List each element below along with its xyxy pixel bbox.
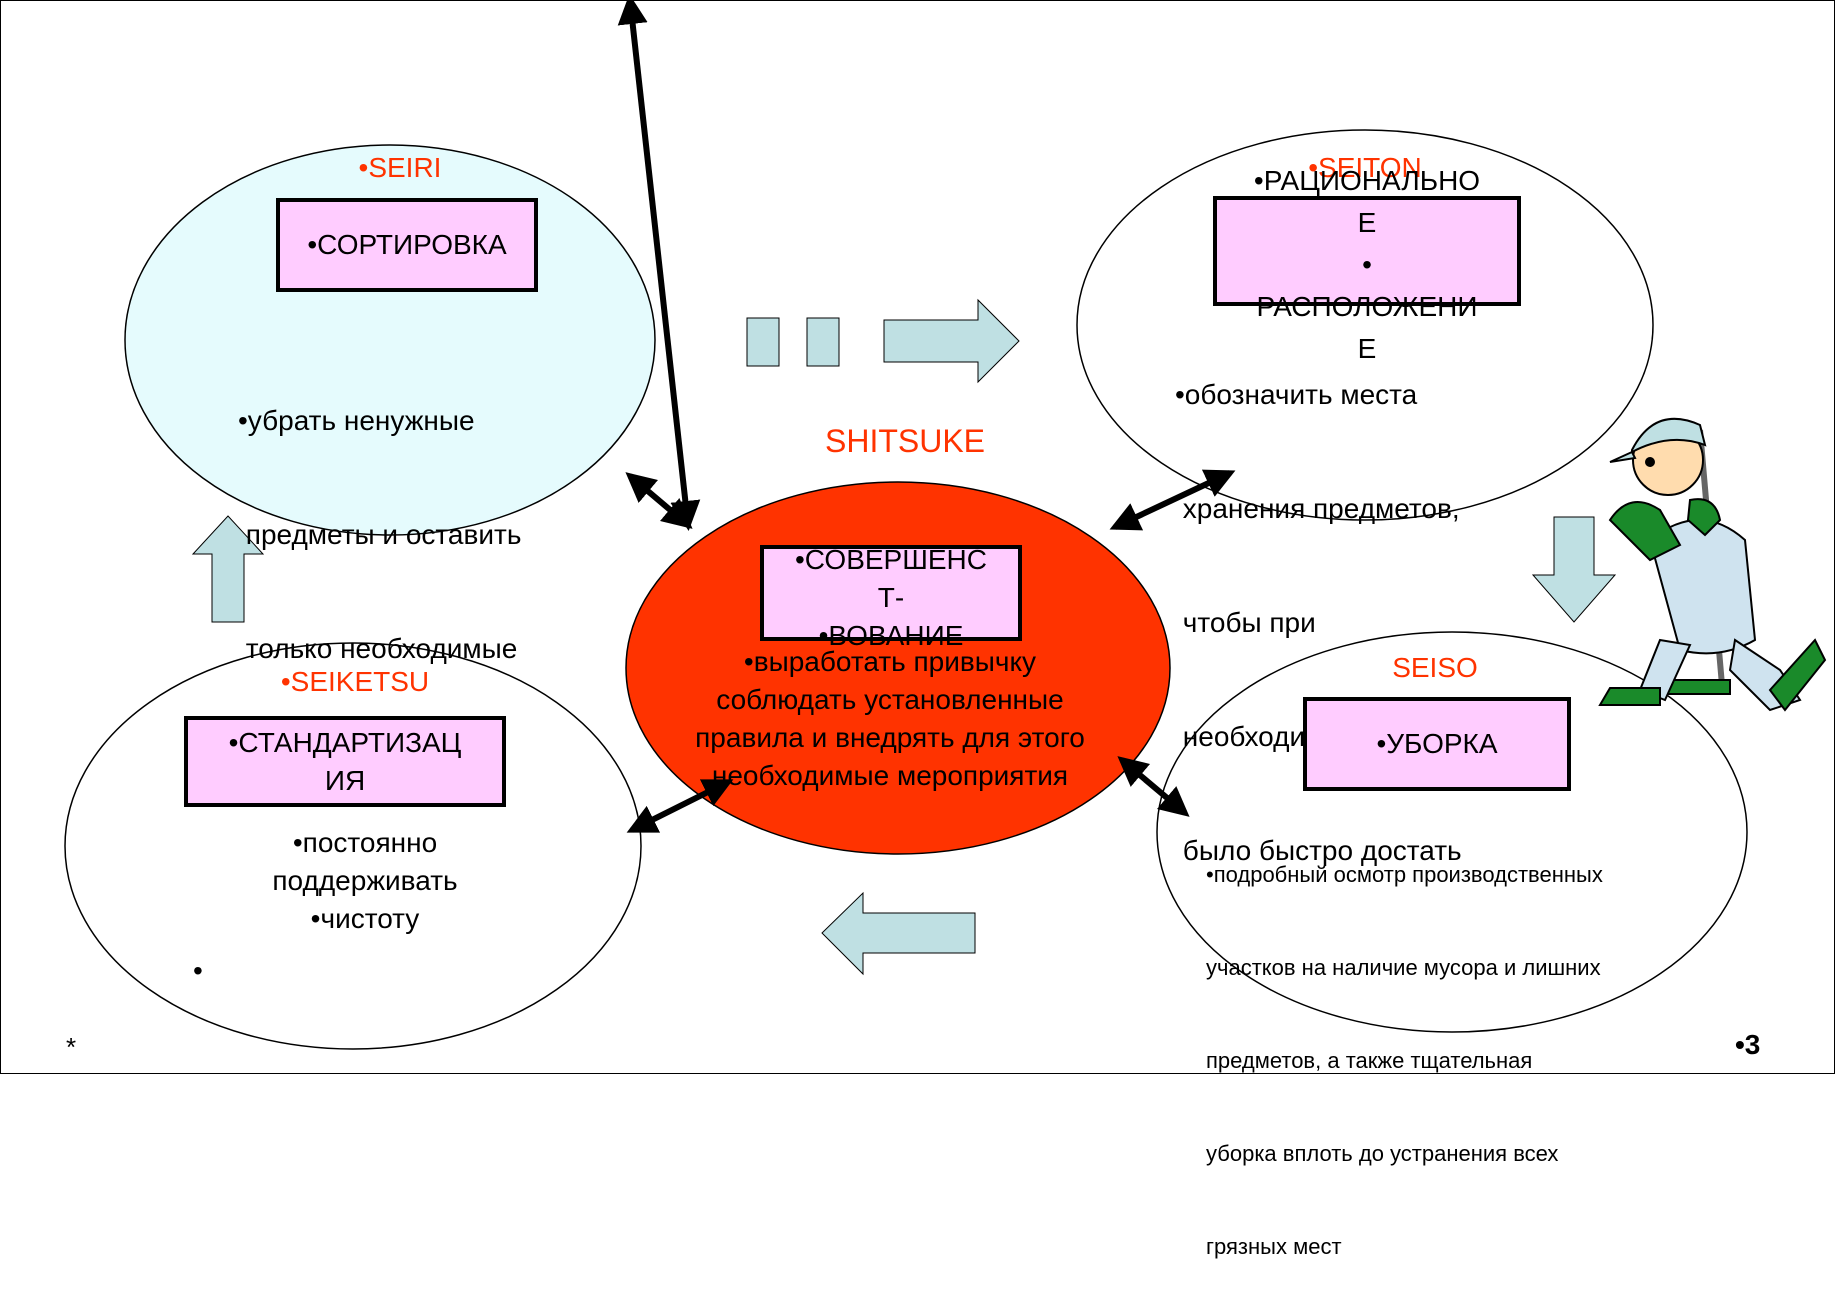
seiton-box-line: Е xyxy=(1357,207,1377,238)
seiketsu-description: •постоянно поддерживать •чистоту xyxy=(230,824,500,938)
arrow-up-block xyxy=(191,515,265,623)
seiton-box-line: • xyxy=(1362,249,1372,280)
shitsuke-title: SHITSUKE xyxy=(824,423,986,459)
seiton-box-line: Е xyxy=(1357,333,1377,364)
shitsuke-box-text: •СОВЕРШЕНС Т- •ВОВАНИЕ xyxy=(795,541,987,655)
arrow-down-block xyxy=(1531,516,1617,623)
connector-seiso xyxy=(1117,756,1190,817)
seiso-title: SEISO xyxy=(1392,652,1478,683)
seiri-title: •SEIRI xyxy=(358,152,442,183)
seiketsu-title: •SEIKETSU xyxy=(280,666,430,697)
seiketsu-box: •СТАНДАРТИЗАЦ ИЯ xyxy=(184,716,506,807)
connector-seiri-line xyxy=(625,472,693,529)
connector-seiton xyxy=(1109,469,1236,531)
shitsuke-desc-line: соблюдать установленные xyxy=(716,684,1064,715)
seiketsu-desc-line: •чистоту xyxy=(310,903,420,934)
connector-seiri xyxy=(617,0,701,531)
seiketsu-desc-line: поддерживать xyxy=(272,865,458,896)
seiso-desc-line: уборка вплоть до устранения всех xyxy=(1206,1141,1559,1166)
shitsuke-box-line: •ВОВАНИЕ xyxy=(818,620,964,651)
seiso-box-label: •УБОРКА xyxy=(1376,728,1498,759)
seiketsu-box-line: •СТАНДАРТИЗАЦ xyxy=(228,726,462,758)
seiton-desc-line: хранения предметов, xyxy=(1175,493,1460,524)
seiton-box-text: •РАЦИОНАЛЬНО Е • РАСПОЛОЖЕНИ Е xyxy=(1254,160,1480,370)
shitsuke-box: •СОВЕРШЕНС Т- •ВОВАНИЕ xyxy=(760,544,1022,651)
seiso-desc-line: •подробный осмотр производственных xyxy=(1206,862,1603,887)
seiri-description: •убрать ненужные предметы и оставить тол… xyxy=(238,326,618,706)
seiso-desc-line: грязных мест xyxy=(1206,1234,1342,1259)
seiton-desc-line: •обозначить места xyxy=(1175,379,1418,410)
seiton-desc-line: чтобы при xyxy=(1175,607,1316,638)
footer-asterisk: * xyxy=(66,1032,77,1062)
arrow-right-block xyxy=(746,298,1020,384)
seiton-box-line: •РАЦИОНАЛЬНО xyxy=(1253,165,1481,196)
shitsuke-box-line: •СОВЕРШЕНС xyxy=(795,544,987,575)
arrow-left-block xyxy=(821,891,976,976)
seiton-box-line: РАСПОЛОЖЕНИ xyxy=(1256,291,1478,322)
connector-seiketsu xyxy=(626,779,734,833)
seiton-title: •SEITON xyxy=(1308,152,1422,183)
seiso-desc-line: предметов, а также тщательная xyxy=(1206,1048,1533,1073)
shitsuke-desc-line: правила и внедрять для этого xyxy=(695,722,1085,753)
worker-illustration xyxy=(1598,417,1827,712)
seiketsu-box-line: ИЯ xyxy=(324,764,366,796)
seiton-desc-line: было быстро достать xyxy=(1175,835,1462,866)
seiketsu-desc-line: •постоянно xyxy=(292,827,438,858)
seiketsu-box-text: •СТАНДАРТИЗАЦ ИЯ xyxy=(229,724,462,800)
seiri-desc-line: только необходимые xyxy=(238,633,518,664)
seiso-desc-line: участков на наличие мусора и лишних xyxy=(1206,955,1601,980)
seiketsu-bullet: • xyxy=(193,955,203,986)
seiso-description: •подробный осмотр производственных участ… xyxy=(1206,797,1706,1293)
shitsuke-description: •выработать привычку соблюдать установле… xyxy=(650,643,1130,795)
seiri-desc-line: •убрать ненужные xyxy=(238,405,475,436)
seiri-box-label: •СОРТИРОВКА xyxy=(307,229,507,260)
seiri-desc-line: предметы и оставить xyxy=(238,519,522,550)
shitsuke-box-line: Т- xyxy=(877,582,905,613)
shitsuke-desc-line: •выработать привычку xyxy=(743,646,1037,677)
seiso-box: •УБОРКА xyxy=(1303,697,1571,791)
seiton-box: •РАЦИОНАЛЬНО Е • РАСПОЛОЖЕНИ Е xyxy=(1213,165,1521,364)
seiri-box: •СОРТИРОВКА xyxy=(276,198,538,292)
shitsuke-desc-line: необходимые мероприятия xyxy=(711,760,1069,791)
page-number: •3 xyxy=(1735,1029,1761,1060)
